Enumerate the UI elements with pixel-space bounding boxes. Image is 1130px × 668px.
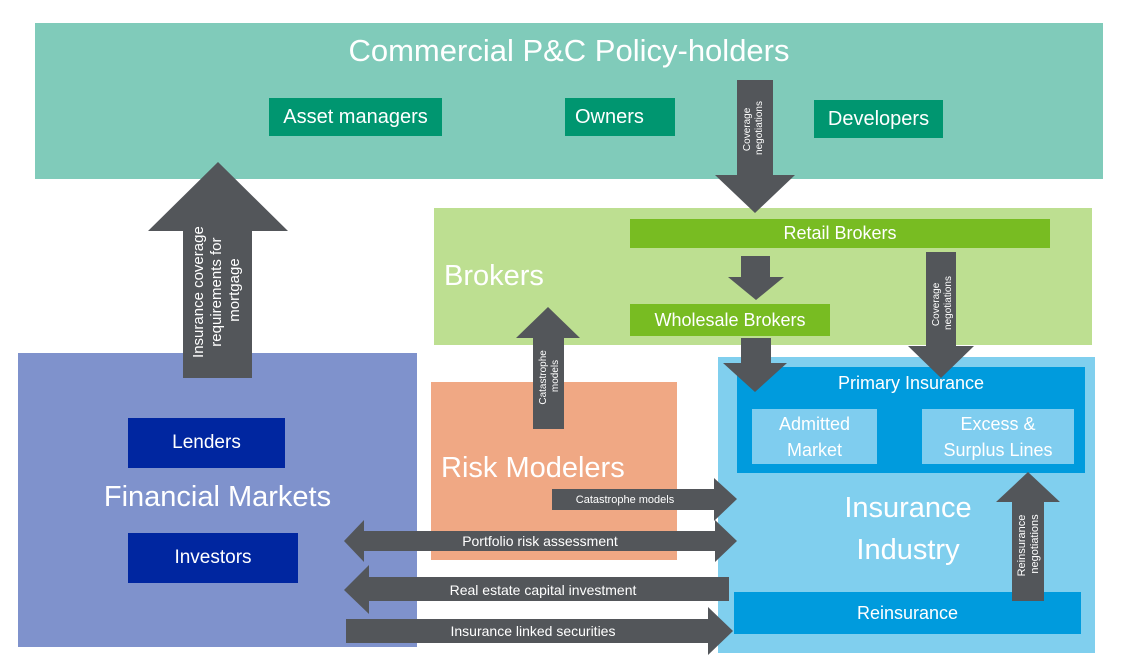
insurance-industry-title: Insurance Industry bbox=[808, 487, 1008, 571]
insurance-industry-title-line1: Insurance bbox=[844, 492, 972, 524]
risk-modelers-title: Risk Modelers bbox=[441, 452, 625, 484]
arrow-shape bbox=[908, 252, 974, 378]
catastrophe-models-right-arrow: Catastrophe models bbox=[552, 478, 737, 521]
arrow-shape bbox=[344, 565, 729, 614]
arrow-shape bbox=[346, 607, 733, 655]
coverage-negotiations-right-arrow: Coverage negotiations bbox=[908, 252, 974, 378]
asset-managers-node: Asset managers bbox=[269, 98, 442, 136]
portfolio-risk-assessment-arrow: Portfolio risk assessment bbox=[344, 520, 737, 562]
arrow-label-line2: negotiations bbox=[754, 101, 765, 155]
excess-surplus-lines-node: Excess & Surplus Lines bbox=[922, 409, 1074, 464]
arrow-shape bbox=[148, 162, 288, 378]
arrow-label-line3: mortgage bbox=[226, 258, 243, 321]
admitted-market-node: Admitted Market bbox=[752, 409, 877, 464]
arrow-label-line1: Coverage bbox=[742, 107, 753, 151]
reinsurance-negotiations-arrow: Reinsurance negotiations bbox=[996, 472, 1060, 601]
arrow-label-line1: Insurance coverage bbox=[190, 226, 207, 358]
arrow-shape bbox=[715, 80, 795, 213]
arrow-label-line1: Coverage bbox=[931, 282, 942, 326]
retail-to-wholesale-arrow bbox=[728, 256, 784, 300]
arrow-label-line2: negotiations bbox=[943, 276, 954, 330]
arrow-label: Coverage negotiations bbox=[931, 276, 954, 330]
excess-surplus-line1: Excess & bbox=[960, 413, 1036, 434]
arrow-label-line1: Reinsurance bbox=[1016, 515, 1028, 577]
real-estate-capital-investment-arrow: Real estate capital investment bbox=[344, 565, 729, 614]
arrow-label: Insurance linked securities bbox=[451, 623, 616, 639]
policyholders-group: Commercial P&C Policy-holders Asset mana… bbox=[35, 23, 1103, 179]
arrow-shape bbox=[344, 520, 737, 562]
arrow-label: Catastrophe models bbox=[538, 347, 561, 404]
arrow-shape bbox=[996, 472, 1060, 601]
retail-brokers-node: Retail Brokers bbox=[630, 219, 1050, 248]
arrow-label: Real estate capital investment bbox=[450, 582, 637, 598]
arrow-label-line2: negotiations bbox=[1029, 514, 1041, 574]
insurance-coverage-requirements-arrow: Insurance coverage requirements for mort… bbox=[148, 162, 288, 378]
arrow-label: Coverage negotiations bbox=[742, 101, 765, 155]
arrow-label: Catastrophe models bbox=[576, 494, 675, 506]
lenders-node: Lenders bbox=[128, 418, 285, 468]
financial-markets-title: Financial Markets bbox=[103, 481, 332, 513]
arrow-shape bbox=[552, 478, 737, 521]
excess-surplus-line2: Surplus Lines bbox=[943, 439, 1053, 460]
catastrophe-models-up-arrow: Catastrophe models bbox=[516, 307, 580, 429]
owners-node: Owners bbox=[565, 98, 675, 136]
wholesale-brokers-node: Wholesale Brokers bbox=[630, 304, 830, 336]
insurance-linked-securities-arrow: Insurance linked securities bbox=[346, 607, 733, 655]
arrow-label-line2: requirements for bbox=[208, 237, 225, 346]
developers-node: Developers bbox=[814, 100, 943, 138]
arrow-label-line2: models bbox=[550, 360, 561, 392]
admitted-market-line2: Market bbox=[786, 439, 842, 460]
policyholders-title: Commercial P&C Policy-holders bbox=[348, 33, 790, 68]
brokers-title: Brokers bbox=[444, 260, 544, 292]
arrow-label-line1: Catastrophe bbox=[538, 350, 549, 405]
arrow-shape bbox=[516, 307, 580, 429]
coverage-negotiations-top-arrow: Coverage negotiations bbox=[715, 80, 795, 213]
investors-node: Investors bbox=[128, 533, 298, 583]
wholesale-to-primary-arrow bbox=[723, 338, 787, 392]
arrow-label: Reinsurance negotiations bbox=[1016, 512, 1041, 577]
admitted-market-line1: Admitted bbox=[778, 413, 851, 434]
insurance-industry-title-line2: Industry bbox=[856, 534, 960, 566]
arrow-label: Insurance coverage requirements for mort… bbox=[190, 222, 243, 358]
financial-markets-group: Financial Markets Lenders Investors bbox=[18, 353, 417, 647]
primary-insurance-title: Primary Insurance bbox=[837, 373, 985, 393]
arrow-label: Portfolio risk assessment bbox=[462, 533, 618, 549]
primary-insurance-group: Primary Insurance Admitted Market Excess… bbox=[737, 367, 1085, 473]
